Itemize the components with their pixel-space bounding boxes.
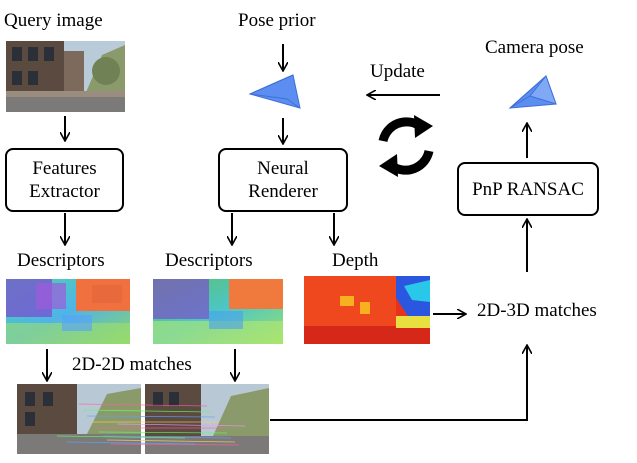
pnp-ransac-box: PnP RANSAC [457, 162, 599, 216]
query-image-label: Query image [4, 10, 103, 31]
rendered-descriptors-image [153, 279, 283, 344]
depth-label: Depth [332, 250, 379, 271]
query-image [6, 41, 125, 112]
pose-prior-label: Pose prior [238, 10, 316, 31]
arrow-2d2d-to-2d3d [270, 346, 527, 421]
matches-2d2d-label: 2D-2D matches [72, 354, 192, 375]
matches-2d2d-image [17, 384, 269, 454]
descriptors-mid-label: Descriptors [165, 250, 253, 271]
descriptors-left-label: Descriptors [17, 250, 105, 271]
query-descriptors-image [6, 279, 130, 344]
camera-pose-label: Camera pose [485, 37, 584, 58]
features-extractor-line2: Extractor [29, 181, 100, 202]
features-extractor-line1: Features [32, 158, 97, 179]
neural-renderer-line2: Renderer [248, 181, 318, 202]
update-label: Update [370, 61, 425, 82]
matches-2d3d-label: 2D-3D matches [477, 300, 597, 321]
depth-map-image [304, 276, 430, 344]
neural-renderer-line1: Neural [257, 158, 309, 179]
